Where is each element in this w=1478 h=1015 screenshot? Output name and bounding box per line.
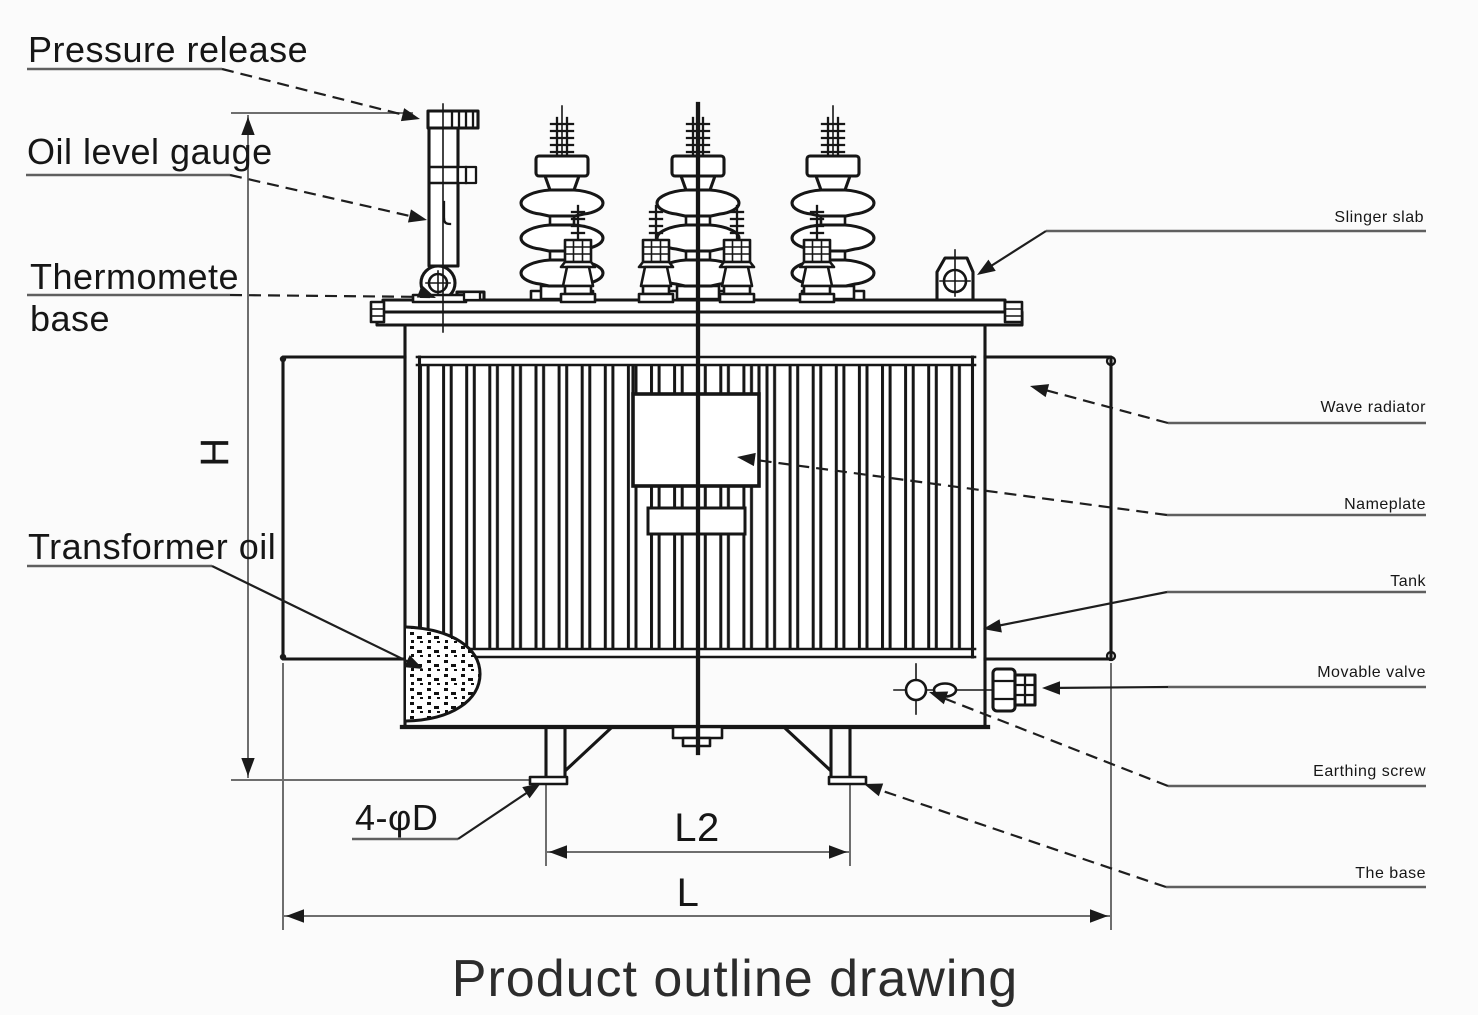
pressure-release-assembly xyxy=(411,103,482,333)
radiator-envelope xyxy=(279,355,1117,662)
label-slinger-slab: Slinger slab xyxy=(1334,209,1424,226)
label-nameplate: Nameplate xyxy=(1344,496,1426,513)
transformer-drawing xyxy=(279,101,1117,786)
label-pressure-release: Pressure release xyxy=(28,29,308,70)
dim-label-l: L xyxy=(677,871,700,915)
label-earthing-screw: Earthing screw xyxy=(1313,763,1426,780)
movable-valve xyxy=(991,667,1037,713)
label-oil-level-gauge: Oil level gauge xyxy=(27,131,273,172)
diagram-title: Product outline drawing xyxy=(452,950,1018,1008)
dim-label-4-phi-d: 4-φD xyxy=(355,797,438,838)
label-the-base: The base xyxy=(1355,865,1426,882)
slinger-slab xyxy=(935,249,975,302)
label-thermometer-base-2: base xyxy=(30,298,110,339)
transformer-oil-region xyxy=(404,625,482,723)
label-tank: Tank xyxy=(1390,573,1426,590)
dimension-lines xyxy=(231,112,1112,930)
label-movable-valve: Movable valve xyxy=(1317,664,1426,681)
label-thermometer-base-1: Thermomete xyxy=(30,256,239,297)
dim-label-l2: L2 xyxy=(674,806,720,850)
dim-label-h: H xyxy=(193,437,237,466)
earthing-screw xyxy=(893,663,994,715)
leader-lines xyxy=(26,67,1426,889)
labels: Pressure release Oil level gauge Thermom… xyxy=(27,29,1427,1008)
label-wave-radiator: Wave radiator xyxy=(1321,399,1427,416)
label-transformer-oil: Transformer oil xyxy=(28,526,276,567)
